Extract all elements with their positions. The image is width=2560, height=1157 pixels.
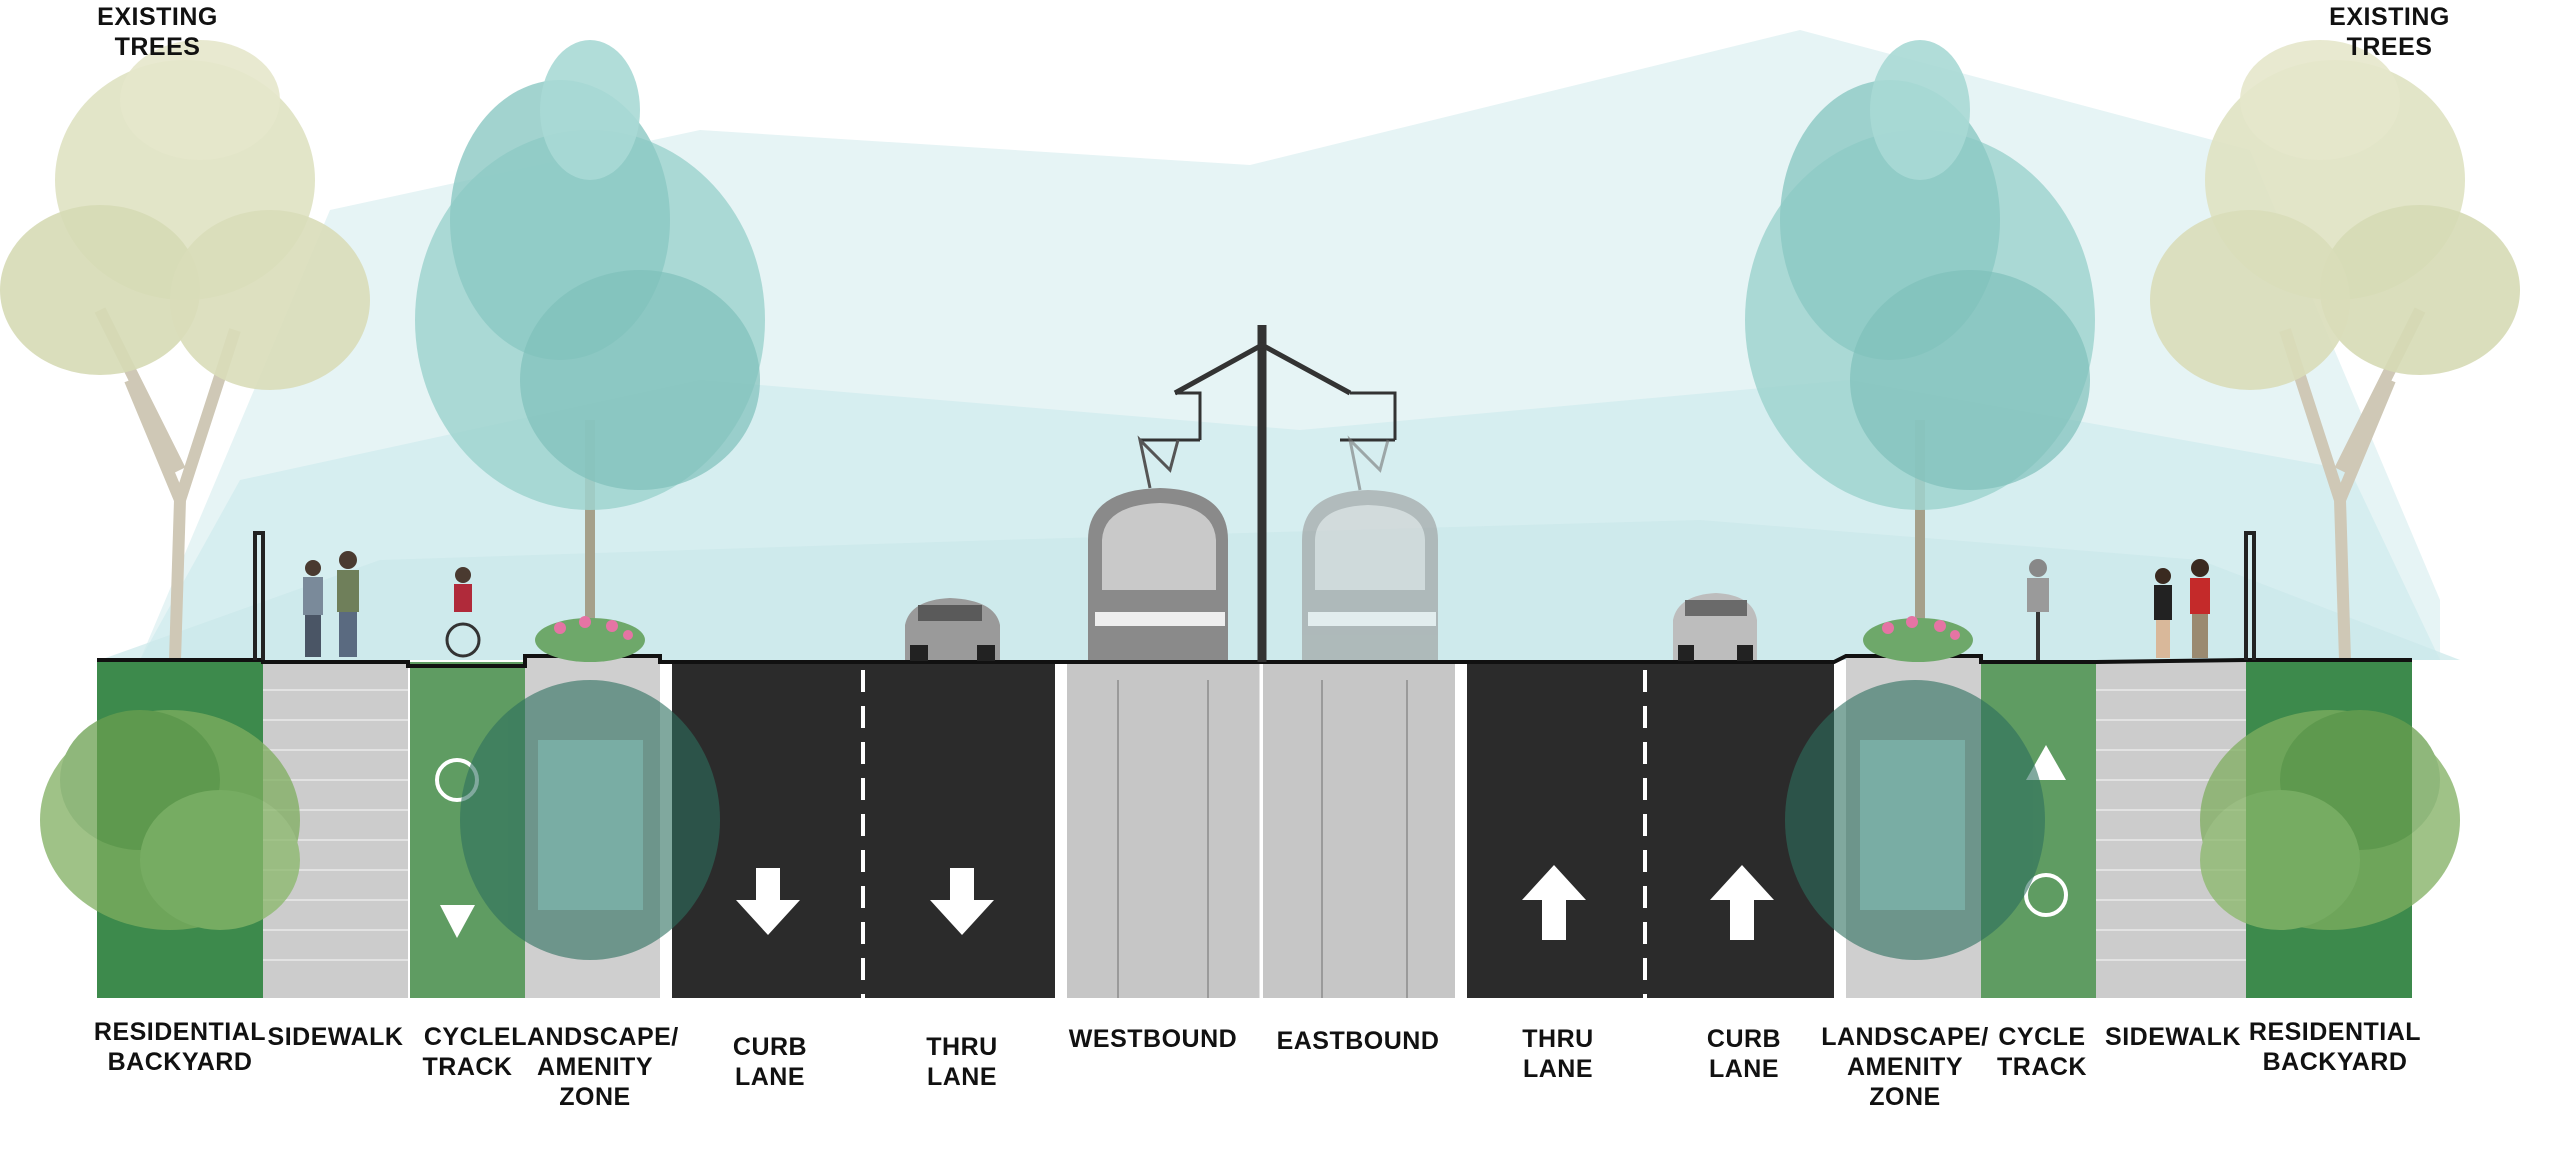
landscape-tree-right: [1785, 680, 2045, 960]
arrow-up-icon: [1710, 865, 1774, 940]
arrow-down-icon: [440, 905, 475, 938]
shrub-right: [2200, 710, 2460, 930]
westbound-rail-zone: [1067, 662, 1260, 998]
label-thru-lane-left: THRU LANE: [926, 1033, 998, 1091]
arrow-down-icon: [930, 868, 994, 935]
bicycle-symbol-icon: [2024, 873, 2068, 917]
street-tree-right: [1745, 40, 2095, 660]
streetcar-eastbound: [1302, 435, 1438, 660]
lane-arrows: [435, 745, 2068, 940]
label-eastbound: EASTBOUND: [1276, 1027, 1440, 1055]
label-landscape-left: LANDSCAPE/ AMENITY ZONE: [511, 1023, 679, 1111]
fences: [253, 531, 2256, 660]
cyclist-left: [445, 567, 481, 658]
label-curb-lane-right: CURB LANE: [1706, 1025, 1782, 1083]
existing-tree-left: [0, 40, 370, 661]
street-tree-left: [415, 40, 765, 660]
car-right: [1673, 593, 1757, 661]
pedestrians-right: [2154, 559, 2210, 658]
cyclist-right: [2027, 559, 2049, 660]
label-existing-trees-right: EXISTING TREES: [2329, 3, 2450, 61]
catenary-pole: [1140, 325, 1397, 662]
label-residential-backyard-left: RESIDENTIAL BACKYARD: [93, 1018, 267, 1076]
label-residential-backyard-right: RESIDENTIAL BACKYARD: [2248, 1018, 2422, 1076]
arrow-up-icon: [1522, 865, 1586, 940]
planter-left: [535, 616, 645, 662]
landscape-tree-left: [460, 680, 720, 960]
label-westbound: WESTBOUND: [1068, 1025, 1238, 1053]
thru-lane-right-zone: [1467, 662, 1644, 998]
thru-lane-left-zone: [862, 662, 1055, 998]
label-cycle-track-left: CYCLE TRACK: [422, 1023, 513, 1081]
arrow-down-icon: [736, 868, 800, 935]
car-left: [905, 598, 1000, 661]
label-cycle-track-right: CYCLE TRACK: [1997, 1023, 2087, 1081]
label-sidewalk-right: SIDEWALK: [2105, 1023, 2241, 1051]
label-landscape-right: LANDSCAPE/ AMENITY ZONE: [1821, 1023, 1989, 1111]
shrub-left: [40, 710, 300, 930]
eastbound-rail-zone: [1263, 662, 1455, 998]
existing-tree-right: [2150, 40, 2520, 661]
planter-right: [1863, 616, 1973, 662]
streetcar-westbound: [1088, 435, 1228, 660]
label-curb-lane-left: CURB LANE: [732, 1033, 808, 1091]
label-sidewalk-left: SIDEWALK: [267, 1023, 404, 1051]
label-thru-lane-right: THRU LANE: [1522, 1025, 1594, 1083]
pavement-sections: [97, 654, 2412, 998]
pedestrians-left: [303, 551, 359, 657]
label-existing-trees-left: EXISTING TREES: [97, 3, 218, 61]
